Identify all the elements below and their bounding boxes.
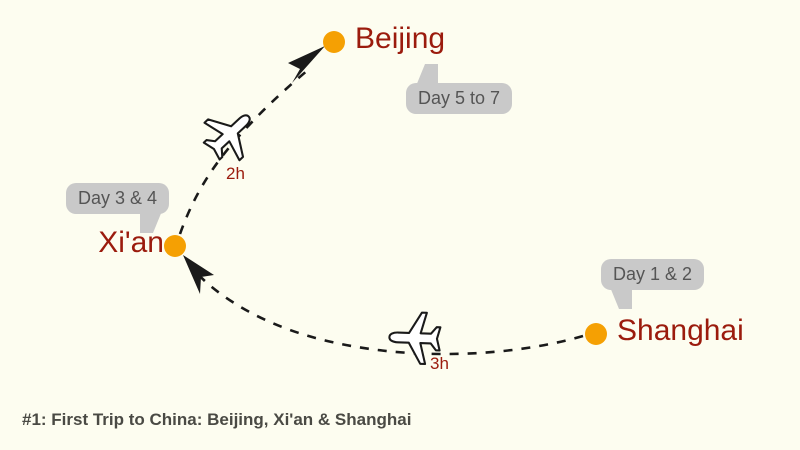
day-bubble-shanghai: Day 1 & 2 [601, 259, 705, 290]
route-path-shanghai-xian [188, 264, 584, 356]
city-label-beijing: Beijing [355, 22, 446, 55]
plane-icon-shanghai-xian [388, 311, 442, 366]
caption: #1: First Trip to China: Beijing, Xi'an … [22, 410, 412, 429]
city-label-shanghai: Shanghai [617, 314, 744, 347]
city-marker-shanghai[interactable] [585, 323, 607, 345]
day-bubble-tail-beijing [416, 64, 438, 86]
city-marker-xian[interactable] [164, 235, 186, 257]
day-bubble-beijing: Day 5 to 7 [406, 83, 513, 114]
plane-icon-xian-beijing [202, 114, 251, 162]
flight-duration-xian-beijing: 2h [226, 164, 245, 183]
route-path-xian-beijing [178, 69, 309, 235]
route-arrowhead-xian [183, 255, 214, 294]
route-arrowhead-beijing [288, 46, 325, 83]
flight-duration-shanghai-xian: 3h [430, 354, 449, 373]
day-bubble-tail-xian [140, 211, 162, 233]
city-marker-beijing[interactable] [323, 31, 345, 53]
day-bubble-xian: Day 3 & 4 [66, 183, 170, 214]
day-bubble-tail-shanghai [610, 287, 632, 309]
